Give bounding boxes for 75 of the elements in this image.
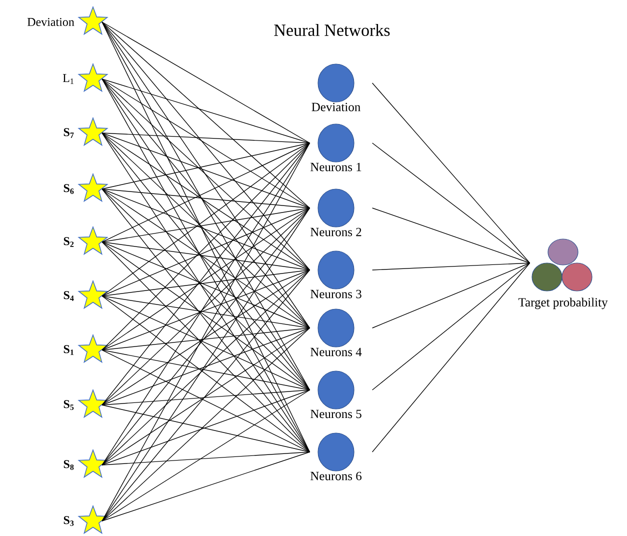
connection-line (102, 296, 310, 390)
connection-line (102, 328, 310, 406)
connection-line (102, 328, 310, 350)
connection-line (102, 350, 310, 390)
connection-line (102, 270, 310, 522)
node-label: Deviation (27, 18, 74, 26)
node-label: Neurons 6 (310, 472, 362, 480)
connection-line (102, 78, 310, 328)
connection-line (102, 22, 310, 208)
connection-line (372, 262, 530, 452)
connection-line (102, 270, 310, 296)
connection-line (102, 296, 310, 452)
connection-line (102, 208, 310, 242)
connection-line (102, 188, 310, 328)
connection-line (102, 242, 310, 452)
connection-line (102, 390, 310, 522)
connection-line (102, 142, 310, 190)
connection-line (102, 390, 310, 466)
node-label: Neurons 1 (310, 162, 362, 172)
connection-line (102, 132, 310, 208)
connection-line (102, 188, 310, 390)
connection-line (102, 208, 310, 350)
probability-circles-drawing: Target probability (518, 238, 608, 310)
connection-line (102, 390, 310, 406)
connection-line (372, 262, 530, 270)
connection-line (102, 22, 310, 270)
connection-line (102, 270, 310, 350)
connection-line (102, 328, 310, 522)
connection-line (102, 132, 310, 270)
node-label: S$_{1}$ (64, 345, 74, 355)
node-label: S$_{4}$ (64, 291, 74, 301)
connection-line (372, 208, 530, 264)
connection-line (102, 328, 310, 466)
title: Neural Networks (274, 24, 390, 36)
connection-line (102, 78, 310, 270)
connection-line (102, 452, 310, 466)
connection-line (102, 270, 310, 406)
connection-line (102, 142, 310, 296)
node-label: Neurons 5 (310, 410, 362, 418)
node-label: Neurons 4 (310, 348, 362, 356)
node-label: L$_{1}$ (62, 74, 74, 84)
node-label: S$_{5}$ (64, 400, 74, 410)
connection-line (102, 208, 310, 406)
connection-line (102, 270, 310, 466)
connection-line (372, 262, 530, 328)
connection-line (102, 242, 310, 270)
connection-line (102, 208, 310, 522)
connection-line (102, 22, 310, 144)
connection-line (102, 188, 310, 208)
node-label: Neurons 3 (310, 290, 362, 298)
connection-line (102, 242, 310, 390)
connection-line (102, 452, 310, 522)
node-label: S$_{8}$ (64, 460, 74, 470)
connection-line (102, 22, 310, 328)
node-label: Target probability (518, 298, 608, 310)
connection-line (102, 350, 310, 452)
node-label: Neurons 2 (310, 228, 362, 236)
node-label: S$_{2}$ (64, 237, 74, 247)
node-label: S$_{3}$ (64, 516, 74, 526)
connection-line (102, 242, 310, 328)
node-label: S$_{6}$ (64, 184, 74, 194)
connection-line (372, 262, 530, 390)
connection-line (102, 142, 310, 242)
connection-line (102, 404, 310, 452)
connection-line (372, 142, 530, 264)
node-label: S$_{7}$ (64, 128, 74, 138)
node-label: Deviation (312, 102, 360, 112)
connection-line (102, 78, 310, 208)
connection-line (102, 208, 310, 296)
connection-line (372, 82, 530, 264)
connection-line (102, 78, 310, 144)
connection-line (102, 132, 310, 144)
connection-line (102, 78, 310, 390)
connection-line (102, 188, 310, 270)
connection-line (102, 296, 310, 328)
